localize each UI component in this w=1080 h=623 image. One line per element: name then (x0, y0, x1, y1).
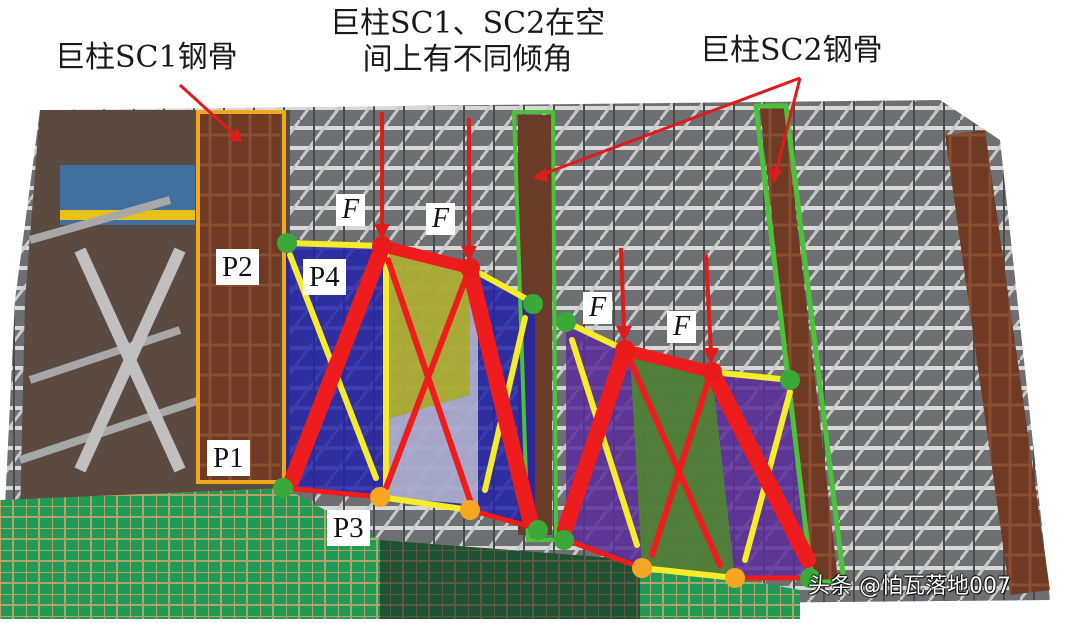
force-label-2: F (426, 203, 456, 235)
nodes (273, 233, 820, 588)
label-p3: P3 (327, 510, 370, 546)
force-arrows (374, 112, 719, 364)
node-p2 (277, 233, 297, 253)
label-p1: P1 (207, 440, 250, 476)
force-label-1: F (336, 194, 366, 226)
caption-tilt-note-line1: 巨柱SC1、SC2在空 (330, 6, 606, 41)
watermark: 头条 @怕瓦落地007 (808, 574, 1011, 599)
thick-braces (282, 240, 816, 581)
node-p1 (273, 478, 293, 498)
caption-tilt-note: 巨柱SC1、SC2在空 间上有不同倾角 (330, 6, 605, 78)
force-label-3: F (583, 292, 613, 324)
sc1-highlight-box (196, 110, 286, 484)
label-p4: P4 (303, 259, 346, 295)
sc2-highlight-box (753, 103, 847, 585)
force-label-4: F (667, 311, 697, 343)
caption-sc1-steel: 巨柱SC1钢骨 (55, 40, 238, 75)
caption-tilt-note-line2: 间上有不同倾角 (362, 42, 573, 77)
label-p2: P2 (216, 249, 259, 285)
callout-arrows (178, 76, 802, 184)
node-p3 (370, 487, 390, 507)
caption-sc2-steel: 巨柱SC2钢骨 (700, 33, 883, 68)
